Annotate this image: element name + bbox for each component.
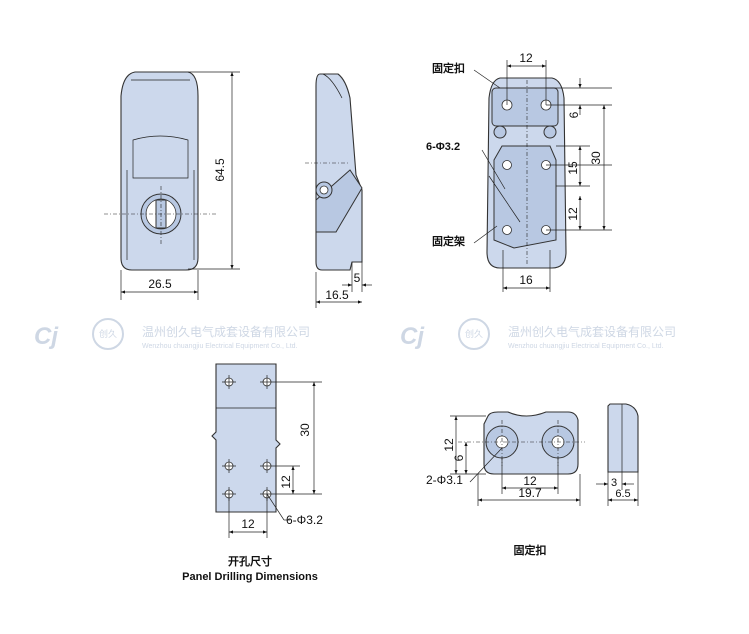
dim-bottom-width-16: 16 <box>519 273 533 287</box>
watermark-logo-right: Cj <box>400 323 425 350</box>
dim-depth-16-5: 16.5 <box>325 288 349 302</box>
dim-height-64-5: 64.5 <box>213 158 227 182</box>
watermark-right: Cj 创久 温州创久电气成套设备有限公司 Wenzhou chuangjiu E… <box>400 318 676 350</box>
drill-hole-marks <box>222 375 274 501</box>
buckle-dim-thick-3: 3 <box>611 477 617 489</box>
drill-holes-label: 6-Φ3.2 <box>286 513 323 527</box>
dim-width-26-5: 26.5 <box>148 277 172 291</box>
watermark-band: Cj 创久 温州创久电气成套设备有限公司 Wenzhou chuangjiu E… <box>34 318 676 350</box>
drill-dim-total-30: 30 <box>298 423 312 437</box>
buckle-dim-thick-6-5: 6.5 <box>615 488 630 500</box>
label-holes-6-phi-3-2: 6-Φ3.2 <box>426 141 460 153</box>
watermark-company-cn-left: 温州创久电气成套设备有限公司 <box>142 324 310 339</box>
dim-pitch-12: 12 <box>566 207 580 221</box>
buckle-views: 12 6 12 19.7 2-Φ3.1 3 6.5 固定扣 <box>426 403 639 557</box>
dim-total-30: 30 <box>589 151 603 165</box>
latch-side-view: 5 16.5 <box>305 73 372 308</box>
dim-top-width-12: 12 <box>519 51 533 65</box>
buckle-title-cn: 固定扣 <box>514 543 547 557</box>
buckle-dim-height-6: 6 <box>452 454 466 461</box>
drill-dim-width-12: 12 <box>241 517 255 531</box>
latch-back-view: 12 6 15 30 12 16 固定扣 6-Φ3.2 固定架 <box>426 51 612 292</box>
latch-front-view: 64.5 26.5 <box>104 71 240 300</box>
watermark-company-en-right: Wenzhou chuangjiu Electrical Equipment C… <box>508 343 664 350</box>
buckle-dim-pitch-12: 12 <box>523 474 537 488</box>
buckle-holes-label: 2-Φ3.1 <box>426 473 463 487</box>
dim-step-5: 5 <box>354 271 361 285</box>
watermark-left: Cj 创久 温州创久电气成套设备有限公司 Wenzhou chuangjiu E… <box>34 318 310 350</box>
buckle-dim-width-19-7: 19.7 <box>518 486 542 500</box>
dim-offset-6: 6 <box>567 111 581 118</box>
watermark-company-en-left: Wenzhou chuangjiu Electrical Equipment C… <box>142 343 298 350</box>
drill-title-cn: 开孔尺寸 <box>228 554 272 568</box>
watermark-company-cn-right: 温州创久电气成套设备有限公司 <box>508 324 676 339</box>
drill-dim-pitch-12: 12 <box>279 475 293 489</box>
dim-pitch-15: 15 <box>566 161 580 175</box>
watermark-badge-left: 创久 <box>99 328 117 339</box>
watermark-badge-right: 创久 <box>465 328 483 339</box>
label-fixed-buckle: 固定扣 <box>432 61 465 75</box>
watermark-badge-icon-right <box>458 318 490 350</box>
label-fixed-frame: 固定架 <box>432 234 465 248</box>
watermark-logo-left: Cj <box>34 323 59 350</box>
watermark-badge-icon <box>92 318 124 350</box>
buckle-dim-height-12: 12 <box>442 438 456 452</box>
panel-drilling-view: 30 12 12 6-Φ3.2 开孔尺寸 Panel Drilling Dime… <box>182 363 323 583</box>
drill-title-en: Panel Drilling Dimensions <box>182 571 318 583</box>
